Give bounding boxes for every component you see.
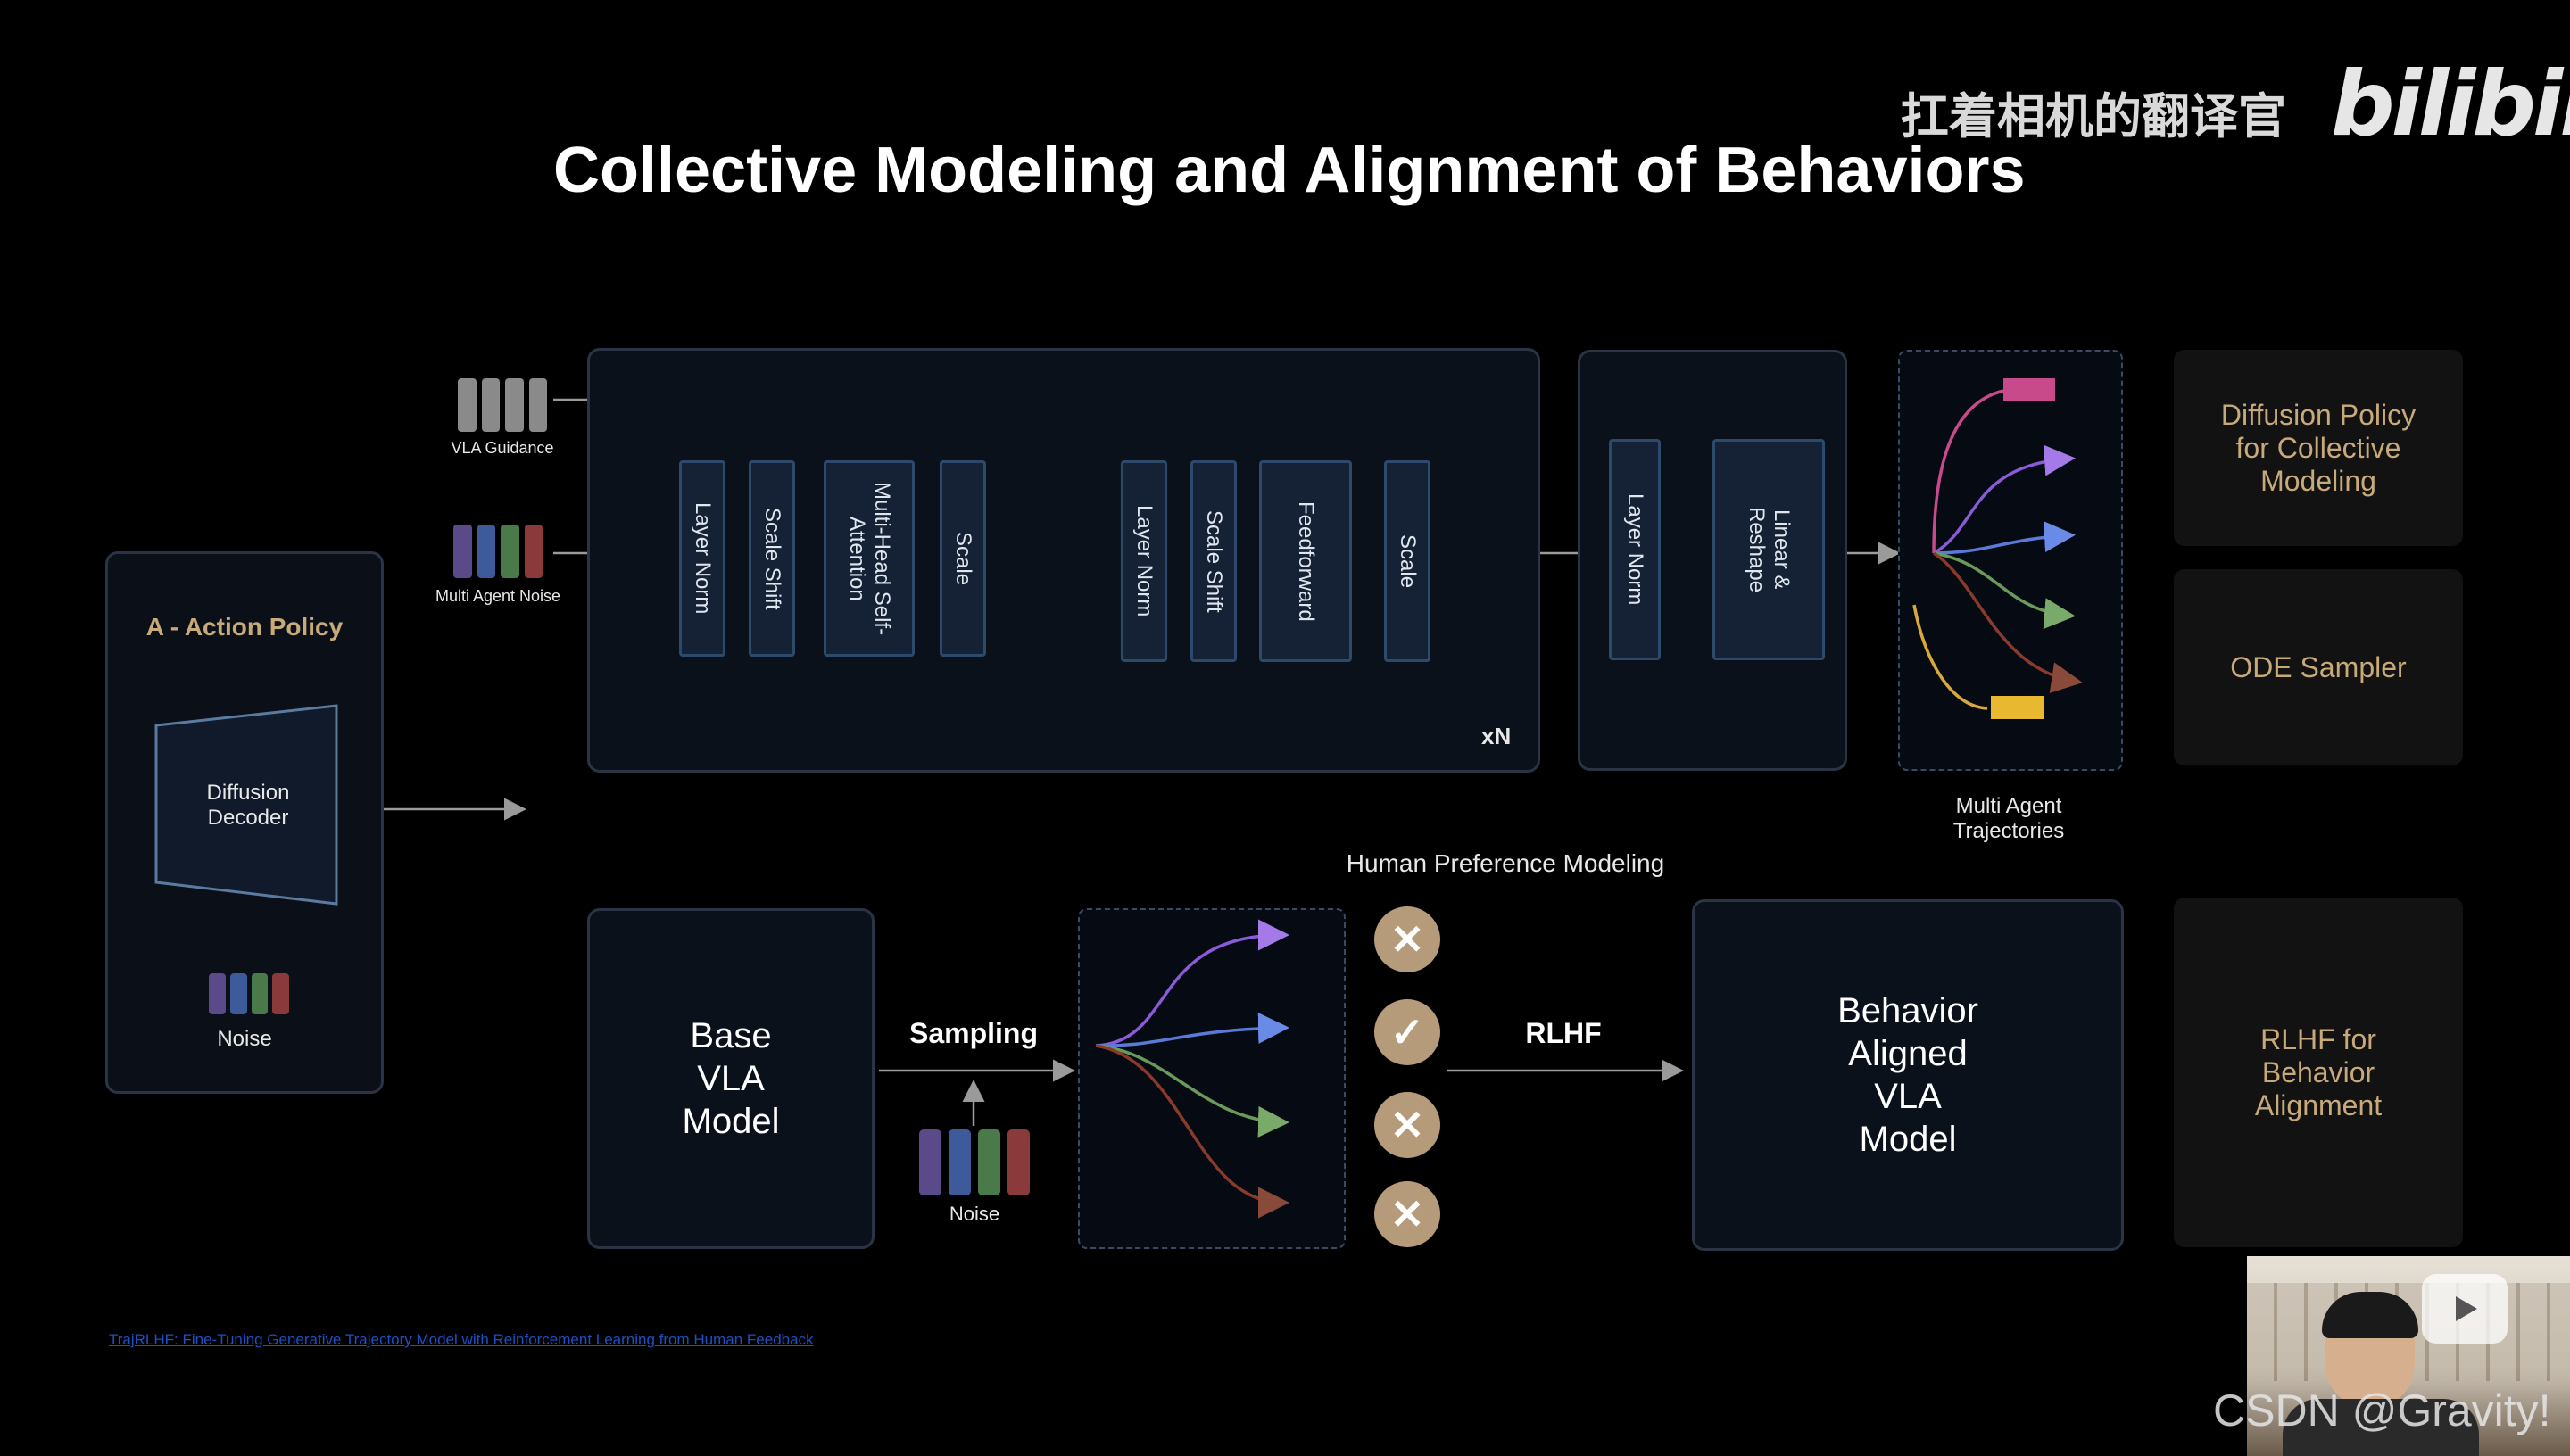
guidance-bar [505,378,524,432]
feedforward: Feedforward [1259,460,1352,662]
slide-title-text: Collective Modeling and Alignment of Beh… [553,135,2026,206]
preference-label: Human Preference Modeling [1346,849,1665,877]
decoder-label: Diffusion Decoder [206,781,290,830]
base-vla-model-label: Base VLA Model [682,1016,780,1141]
sampling-label: Sampling [908,1017,1038,1049]
scale-shift-2-label: Scale Shift [1202,509,1226,613]
noise-bar [1007,1129,1030,1195]
guidance-bar [458,378,477,432]
noise-bar [501,525,519,578]
behavior-aligned-model-label: Behavior Aligned VLA Model [1837,991,1978,1159]
noise-bar [949,1129,971,1195]
side-card-rlhf-text: RLHF for Behavior Alignment [2254,1022,2383,1121]
base-vla-model: Base VLA Model [587,908,875,1249]
reference-link[interactable]: TrajRLHF: Fine-Tuning Generative Traject… [109,1331,814,1348]
layer-norm-1-label: Layer Norm [691,502,715,615]
side-card-ode-text: ODE Sampler [2230,650,2407,683]
layer-norm-2: Layer Norm [1121,460,1167,662]
side-card-diffusion-text: Diffusion Policy for Collective Modeling [2220,398,2417,497]
traj-goal-marker [1991,696,2044,719]
bilibili-logo: bilibili [2331,52,2570,156]
scale-shift-1-label: Scale Shift [760,507,784,610]
noise-bar [272,973,289,1014]
reject-mark-2: ✕ [1374,1092,1440,1158]
action-policy-title: A - Action Policy [145,613,344,641]
sampling-noise-label: Noise [949,1203,1000,1225]
noise-bar [477,525,495,578]
presenter-hair [2322,1292,2418,1338]
scale-2-label: Scale [1396,534,1420,589]
sampled-trajectories-plot [1095,919,1289,1219]
output-layer-norm-label: Layer Norm [1623,493,1647,606]
noise-bar [229,973,247,1014]
scale-shift-2: Scale Shift [1190,460,1237,662]
repeat-label: xN [1481,723,1512,749]
side-card-rlhf: RLHF for Behavior Alignment [2174,898,2463,1247]
scale-shift-1: Scale Shift [749,460,795,657]
decoder-trapezoid [154,704,338,906]
scale-2: Scale [1384,460,1430,662]
noise-bar [209,973,226,1014]
sampled-trajectories-panel [1078,908,1346,1249]
input-noise-bars [453,525,543,578]
guidance-bars [458,378,547,432]
action-policy-panel: A - Action Policy Diffusion Decoder Nois… [105,551,384,1094]
feedforward-label: Feedforward [1294,500,1318,622]
self-attention: Multi-Head Self- Attention [824,460,915,657]
traj-start-marker [2003,378,2055,401]
noise-bar [919,1129,941,1195]
transformer-block-panel [587,348,1540,773]
side-card-diffusion: Diffusion Policy for Collective Modeling [2174,350,2463,546]
play-icon[interactable] [2422,1274,2508,1344]
noise-bar [453,525,472,578]
presenter-body [2283,1399,2479,1456]
layer-norm-1: Layer Norm [679,460,725,657]
input-noise-label: Multi Agent Noise [435,587,561,605]
accept-mark: ✓ [1374,999,1440,1065]
guidance-label: VLA Guidance [451,439,554,457]
trajectories-caption: Multi Agent Trajectories [1952,794,2065,843]
linear-reshape-label: Linear & Reshape [1745,506,1794,593]
layer-norm-2-label: Layer Norm [1132,505,1156,617]
rlhf-label: RLHF [1525,1017,1602,1049]
trajectories-plot [1912,378,2083,719]
side-card-ode: ODE Sampler [2174,569,2463,765]
noise-bar [524,525,543,578]
reject-mark-3: ✕ [1374,1181,1440,1247]
reject-mark-1: ✕ [1374,906,1440,972]
output-layer-norm: Layer Norm [1609,439,1661,660]
scale-1-label: Scale [951,531,975,586]
sampling-noise-bars [919,1129,1030,1195]
webcam-overlay [2247,1256,2570,1456]
policy-noise-label: Noise [217,1027,272,1051]
self-attention-label: Multi-Head Self- Attention [845,481,894,636]
scale-1: Scale [940,460,986,657]
channel-watermark: 扛着相机的翻译官 [1901,88,2286,145]
linear-reshape: Linear & Reshape [1712,439,1825,660]
guidance-bar [528,378,547,432]
guidance-bar [481,378,500,432]
csdn-watermark: CSDN @Gravity! [2213,1386,2551,1435]
noise-bar [251,973,269,1014]
policy-noise-bars [209,973,289,1014]
behavior-aligned-model: Behavior Aligned VLA Model [1692,899,2124,1251]
noise-bar [978,1129,1000,1195]
